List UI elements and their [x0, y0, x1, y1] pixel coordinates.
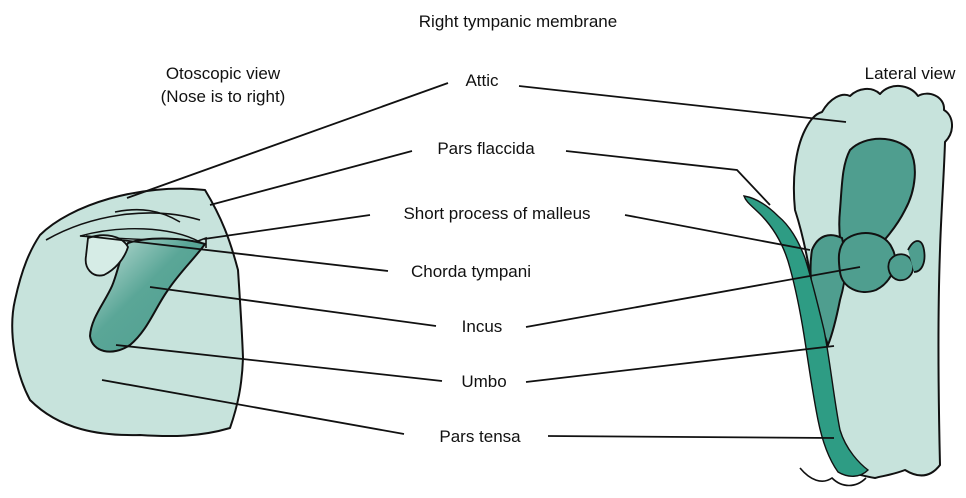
label-pars-tensa: Pars tensa	[439, 427, 521, 446]
leader-attic-right	[519, 86, 846, 122]
leader-pars-flaccida-left	[210, 151, 412, 205]
leader-pars-flaccida-right	[566, 151, 770, 205]
labels: Attic Pars flaccida Short process of mal…	[403, 71, 590, 446]
lateral-view-label: Lateral view	[865, 64, 956, 83]
otoscopic-view-label: Otoscopic view	[166, 64, 281, 83]
lateral-stapes	[888, 254, 913, 280]
leader-umbo-right	[526, 346, 834, 382]
otoscopic-view-note: (Nose is to right)	[161, 87, 286, 106]
lateral-view	[744, 86, 952, 486]
leader-pars-tensa-right	[548, 436, 834, 438]
label-incus: Incus	[462, 317, 503, 336]
label-attic: Attic	[465, 71, 499, 90]
label-chorda-tympani: Chorda tympani	[411, 262, 531, 281]
lateral-incus	[839, 233, 895, 292]
leader-short-process-left	[204, 215, 370, 239]
label-umbo: Umbo	[461, 372, 506, 391]
label-pars-flaccida: Pars flaccida	[437, 139, 535, 158]
diagram-title: Right tympanic membrane	[419, 12, 617, 31]
label-short-process-of-malleus: Short process of malleus	[403, 204, 590, 223]
